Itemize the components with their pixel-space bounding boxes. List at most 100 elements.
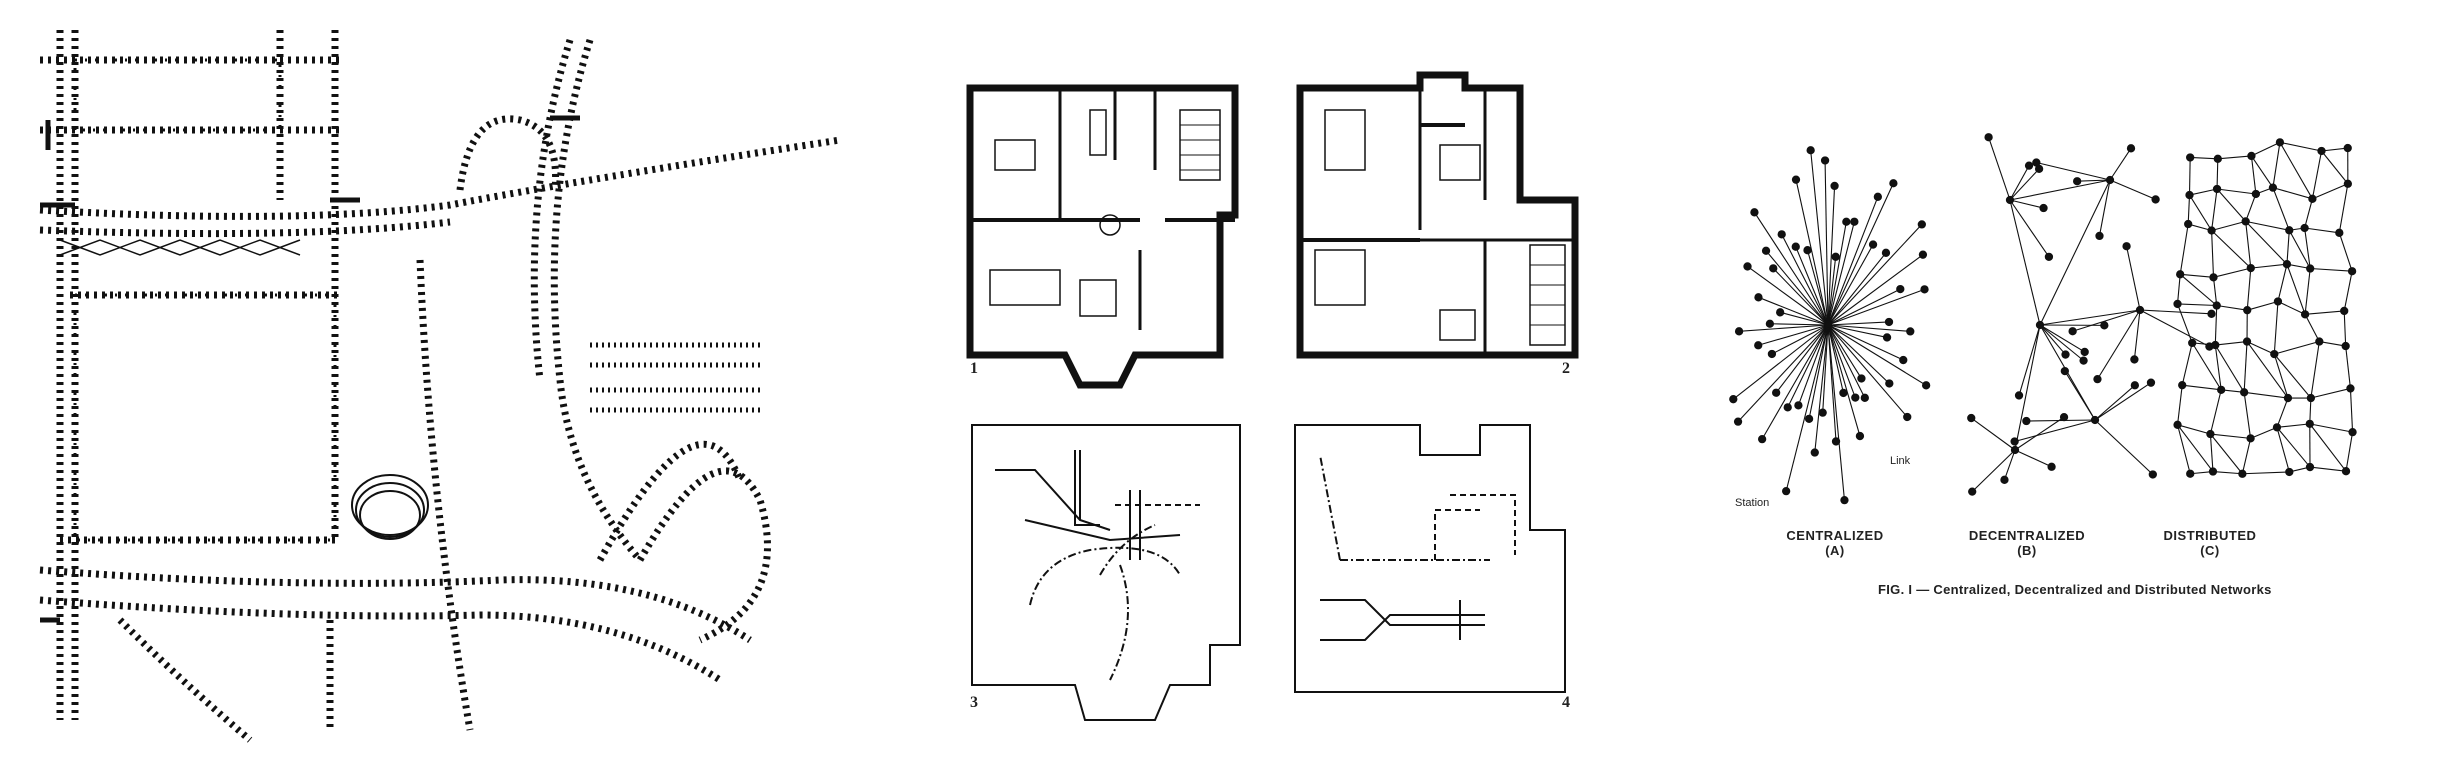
flow-plan-4 <box>1295 425 1565 692</box>
distributed-link <box>2305 311 2344 314</box>
distributed-station <box>2174 421 2181 428</box>
decentralized-network <box>1968 134 2215 496</box>
distributed-link <box>2213 472 2242 474</box>
centralized-label: CENTRALIZED (A) <box>1765 528 1905 558</box>
distributed-station <box>2306 420 2313 427</box>
decentralized-link <box>1971 418 2015 450</box>
distributed-link <box>2210 434 2213 472</box>
figure-caption: FIG. I — Centralized, Decentralized and … <box>1878 582 2272 597</box>
distributed-link <box>2192 343 2221 390</box>
distributed-station <box>2213 185 2220 192</box>
centralized-title: CENTRALIZED <box>1765 528 1905 543</box>
distributed-link <box>2218 156 2252 159</box>
distributed-station <box>2208 227 2215 234</box>
decentralized-link <box>2040 180 2110 325</box>
decentralized-station <box>2023 417 2030 424</box>
link-annotation: Link <box>1890 455 1910 467</box>
centralized-station <box>1841 497 1848 504</box>
centralized-station <box>1755 342 1762 349</box>
centralized-station <box>1792 243 1799 250</box>
decentralized-link <box>2095 385 2135 420</box>
centralized-link <box>1828 224 1922 325</box>
distributed-link <box>2311 342 2319 399</box>
centralized-link <box>1828 325 1844 500</box>
distributed-link <box>2190 157 2218 158</box>
distributed-link <box>2339 233 2352 271</box>
distributed-subtitle: (C) <box>2140 543 2280 558</box>
distributed-station <box>2207 430 2214 437</box>
distributed-station <box>2252 190 2259 197</box>
distributed-link <box>2210 434 2250 438</box>
centralized-station <box>1759 436 1766 443</box>
centralized-station <box>1783 488 1790 495</box>
distributed-station <box>2276 139 2283 146</box>
distributed-link <box>2180 274 2213 277</box>
distributed-link <box>2310 424 2353 432</box>
centralized-station <box>1832 253 1839 260</box>
decentralized-link <box>2127 246 2140 310</box>
distributed-station <box>2271 351 2278 358</box>
distributed-station <box>2241 389 2248 396</box>
decentralized-hub <box>2106 176 2113 183</box>
distributed-link <box>2251 142 2279 156</box>
centralized-station <box>1778 231 1785 238</box>
distributed-link <box>2339 184 2348 233</box>
centralized-station <box>1784 404 1791 411</box>
distributed-link <box>2322 151 2348 184</box>
distributed-link <box>2244 392 2250 438</box>
distributed-network <box>2174 139 2356 478</box>
distributed-station <box>2307 394 2314 401</box>
decentralized-station <box>2131 356 2138 363</box>
centralized-station <box>1773 389 1780 396</box>
centralized-station <box>1831 182 1838 189</box>
distributed-link <box>2180 224 2188 274</box>
distributed-station <box>2212 341 2219 348</box>
centralized-station <box>1900 356 1907 363</box>
decentralized-station <box>1969 488 1976 495</box>
distributed-link <box>2178 425 2211 434</box>
decentralized-station <box>2033 159 2040 166</box>
decentralized-station <box>2001 476 2008 483</box>
distributed-station <box>2185 220 2192 227</box>
distributed-station <box>2179 382 2186 389</box>
centralized-subtitle: (A) <box>1765 543 1905 558</box>
distributed-station <box>2342 342 2349 349</box>
decentralized-link <box>2040 310 2140 325</box>
distributed-link <box>2273 188 2289 231</box>
decentralized-station <box>2025 162 2032 169</box>
distributed-link <box>2274 301 2278 354</box>
centralized-station <box>1874 193 1881 200</box>
decentralized-hub <box>2036 321 2043 328</box>
distributed-link <box>2251 264 2287 268</box>
distributed-link <box>2178 274 2181 304</box>
centralized-link <box>1786 325 1828 491</box>
decentralized-hub <box>2011 446 2018 453</box>
centralized-link <box>1828 325 1907 417</box>
distributed-link <box>2305 228 2340 233</box>
distributed-link <box>2311 388 2351 398</box>
decentralized-station <box>1968 414 1975 421</box>
decentralized-station <box>2123 243 2130 250</box>
distributed-link <box>2244 342 2247 393</box>
centralized-station <box>1919 251 1926 258</box>
centralized-link <box>1739 325 1828 331</box>
distributed-station <box>2247 435 2254 442</box>
decentralized-link <box>2140 310 2211 314</box>
distributed-link <box>2273 142 2280 187</box>
distributed-station <box>2286 227 2293 234</box>
centralized-station <box>1858 375 1865 382</box>
distributed-link <box>2215 342 2247 345</box>
distributed-station <box>2286 468 2293 475</box>
centralized-station <box>1843 218 1850 225</box>
plan-number-1: 1 <box>970 360 978 378</box>
centralized-station <box>1770 265 1777 272</box>
decentralized-link <box>2010 200 2040 325</box>
distributed-link <box>2246 221 2251 268</box>
distributed-station <box>2316 338 2323 345</box>
distributed-station <box>2274 298 2281 305</box>
distributed-station <box>2284 394 2291 401</box>
distributed-link <box>2247 268 2251 310</box>
distributed-station <box>2283 261 2290 268</box>
distributed-link <box>2178 425 2191 474</box>
distributed-link <box>2346 432 2353 471</box>
